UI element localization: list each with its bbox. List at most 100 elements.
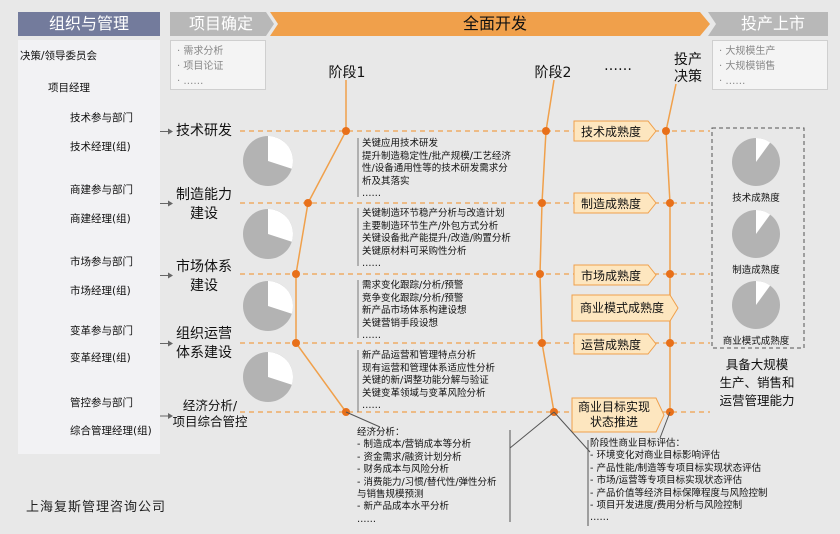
maturity-manufacturing-badge: [573, 192, 657, 214]
stage1-node: [292, 339, 300, 347]
tree-root: 决策/领导委员会: [20, 50, 98, 62]
economic-item: - 财务成本与风险分析: [357, 464, 449, 476]
category-market: 市场体系建设: [172, 258, 236, 296]
activity-item: 关键的新/调整功能分解与验证: [362, 375, 489, 387]
capability-line: 具备大规模: [725, 357, 789, 372]
target-connector: [659, 411, 671, 439]
tree-lead: 变革经理(组): [70, 352, 131, 364]
activity-item: 主要制造环节生产/外包方式分析: [362, 220, 499, 232]
activity-item: 关键变革领域与变革风险分析: [362, 387, 486, 399]
activity-list-tech: 关键应用技术研发提升制造稳定性/批产规模/工艺经济性/设备通用性等的技术研发需求…: [362, 138, 511, 201]
confirm-note: · 需求分析: [177, 46, 224, 57]
confirm-notes: · 需求分析 · 项目论证 · ……: [170, 40, 266, 90]
tree-lead: 技术经理(组): [70, 141, 131, 153]
tree-arrow-head: [168, 200, 173, 207]
stage1-node: [292, 270, 300, 278]
target-item: ……: [590, 512, 609, 524]
maturity-market: 市场成熟度: [580, 269, 641, 283]
right-pie-label: 商业模式成熟度: [722, 336, 790, 347]
activity-item: ……: [362, 258, 381, 270]
phase-confirm-chevron: [170, 12, 274, 36]
economic-item: 与销售规模预测: [357, 489, 424, 501]
category-line: 项目综合管控: [172, 414, 248, 429]
decision-node: [662, 127, 670, 135]
category-economic: 经济分析/项目综合管控: [160, 398, 260, 430]
tree-arrow-head: [168, 413, 173, 419]
maturity-business-model-badge: [571, 294, 679, 322]
activity-item: ……: [362, 400, 381, 412]
tree-arrow-head: [168, 272, 173, 279]
stage-target-evaluation: 阶段性商业目标评估： - 环境变化对商业目标影响评估 - 产品性能/制造等专项目…: [590, 438, 767, 525]
maturity-business-model: 商业模式成熟度: [579, 301, 664, 315]
activity-list-manufacturing: 关键制造环节稳产分析与改造计划主要制造环节生产/外包方式分析关键设备批产能提升/…: [362, 208, 511, 271]
maturity-line: 商业目标实现: [577, 400, 650, 414]
phase-develop-chevron: [270, 12, 710, 36]
activity-item: 关键应用技术研发: [362, 138, 439, 149]
stage1-label: 阶段1: [328, 65, 366, 81]
company-name: 上海复斯管理咨询公司: [26, 500, 167, 515]
economic-connector: [509, 411, 555, 449]
target-item: - 市场/运营等专项目标实现状态评估: [590, 475, 743, 487]
tree-dept: 变革参与部门: [70, 325, 133, 337]
economic-item: - 资金需求/融资计划分析: [357, 451, 462, 463]
category-line: 建设: [190, 278, 218, 294]
target-title: 阶段性商业目标评估：: [590, 438, 686, 449]
target-connector: [553, 411, 591, 453]
stage2-path: [539, 79, 555, 413]
activity-item: 竞争变化跟踪/分析/预警: [362, 292, 464, 304]
stage2-node: [536, 270, 544, 278]
stage2-label: 阶段2: [534, 65, 572, 81]
tree-arrow-head: [168, 340, 173, 347]
stage2-node: [538, 199, 546, 207]
capability-line: 运营管理能力: [719, 393, 795, 408]
economic-item: - 消费能力/习惯/替代性/弹性分析: [357, 476, 497, 488]
maturity-operation-badge: [573, 333, 657, 355]
capability-line: 生产、销售和: [719, 375, 795, 390]
economic-item: - 制造成本/营销成本等分析: [357, 439, 472, 451]
economic-item: - 新产品成本水平分析: [357, 501, 449, 513]
economic-connector: [345, 411, 381, 428]
launch-notes: · 大规模生产 · 大规模销售 · ……: [712, 40, 828, 90]
phase-develop-label: 全面开发: [462, 14, 527, 33]
right-pie-slice: [756, 138, 771, 162]
category-line: 经济分析/: [182, 398, 238, 413]
maturity-line: 状态推进: [589, 415, 638, 429]
stage1-node: [304, 199, 312, 207]
tree-dept: 市场参与部门: [70, 256, 133, 268]
activity-item: 关键原材料可采购性分析: [362, 245, 467, 257]
target-item: - 产品性能/制造等专项目标实现状态评估: [590, 462, 762, 474]
activity-item: 现有运营和管理体系适应性分析: [362, 362, 496, 374]
activity-item: 需求变化跟踪/分析/预警: [362, 280, 464, 291]
maturity-business-target-badge: [571, 397, 665, 433]
stage-more-label: ……: [604, 58, 632, 74]
category-line: 制造能力: [176, 187, 232, 203]
maturity-operation: 运营成熟度: [580, 338, 641, 352]
category-tech: 技术研发: [172, 122, 236, 141]
left-pie-slice: [268, 209, 293, 242]
category-line: 组织运营: [176, 326, 232, 342]
maturity-manufacturing: 制造成熟度: [580, 197, 641, 211]
maturity-tech: 技术成熟度: [580, 125, 641, 139]
activity-item: 新产品运营和管理特点分析: [362, 350, 477, 361]
decision-label: 投产决策: [668, 52, 708, 86]
activity-list-market: 需求变化跟踪/分析/预警竞争变化跟踪/分析/预警新产品市场体系构建设想关键营销手…: [362, 280, 467, 343]
tree-lead: 商建经理(组): [70, 213, 131, 225]
decision-path: [665, 83, 677, 412]
phase-launch-label: 投产上市: [740, 14, 805, 33]
left-pie-slice: [268, 281, 293, 314]
launch-note: · 大规模销售: [719, 61, 776, 72]
decision-node: [666, 199, 674, 207]
activity-item: 关键制造环节稳产分析与改造计划: [362, 208, 505, 219]
activity-item: 析及其落实: [362, 175, 410, 187]
maturity-market-badge: [573, 264, 657, 286]
tree-dept: 管控参与部门: [70, 397, 133, 409]
activity-item: 提升制造稳定性/批产规模/工艺经济: [362, 150, 511, 162]
decision-line: 投产: [674, 52, 702, 68]
category-line: 市场体系: [176, 259, 232, 275]
right-pie-label: 技术成熟度: [732, 193, 780, 204]
activity-item: ……: [362, 330, 381, 342]
confirm-note: · ……: [177, 76, 204, 87]
stage1-path: [295, 80, 347, 413]
decision-node: [666, 270, 674, 278]
activity-item: ……: [362, 188, 381, 200]
